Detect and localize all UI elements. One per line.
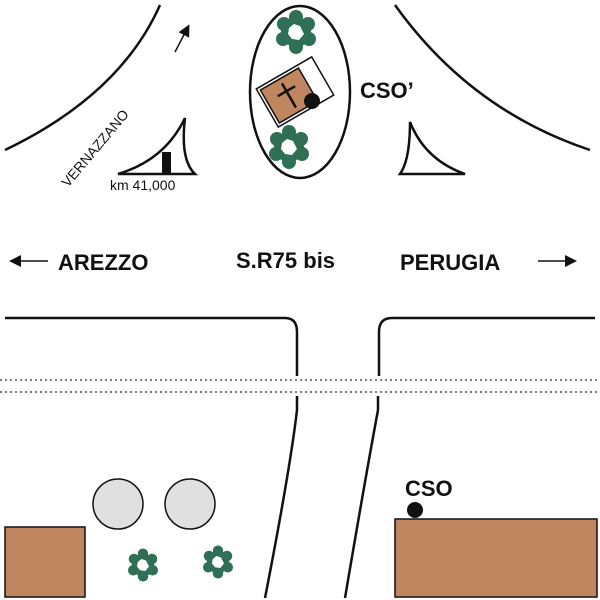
tank-circle [164,478,216,530]
road-edge-bottom-right [377,316,595,376]
cso-top-label: CSO’ [360,78,414,103]
bush-icon [128,548,158,582]
traffic-island-left [117,117,199,176]
building-left [4,526,86,598]
bush-icon [203,545,233,579]
cso-marker-bottom [407,502,423,518]
road-edge-top-right [393,4,591,152]
building-right [394,518,598,598]
arrow-vernazzano [174,24,190,53]
km-marker [162,152,171,174]
side-road-left-edge [263,396,299,599]
cso-marker-top [304,93,320,109]
traffic-island-right [397,121,466,176]
side-road-right-edge [343,396,380,599]
perugia-label: PERUGIA [400,250,500,275]
shrine [255,55,335,129]
cso-bottom-label: CSO [405,476,453,501]
road-edge-top-left [4,4,162,152]
road-name-label: S.R75 bis [236,248,335,273]
tank-circle [92,478,144,530]
arezzo-label: AREZZO [58,250,148,275]
road-edge-bottom-left [5,316,299,376]
cross-icon [277,82,298,109]
km-label: km 41,000 [110,177,176,193]
